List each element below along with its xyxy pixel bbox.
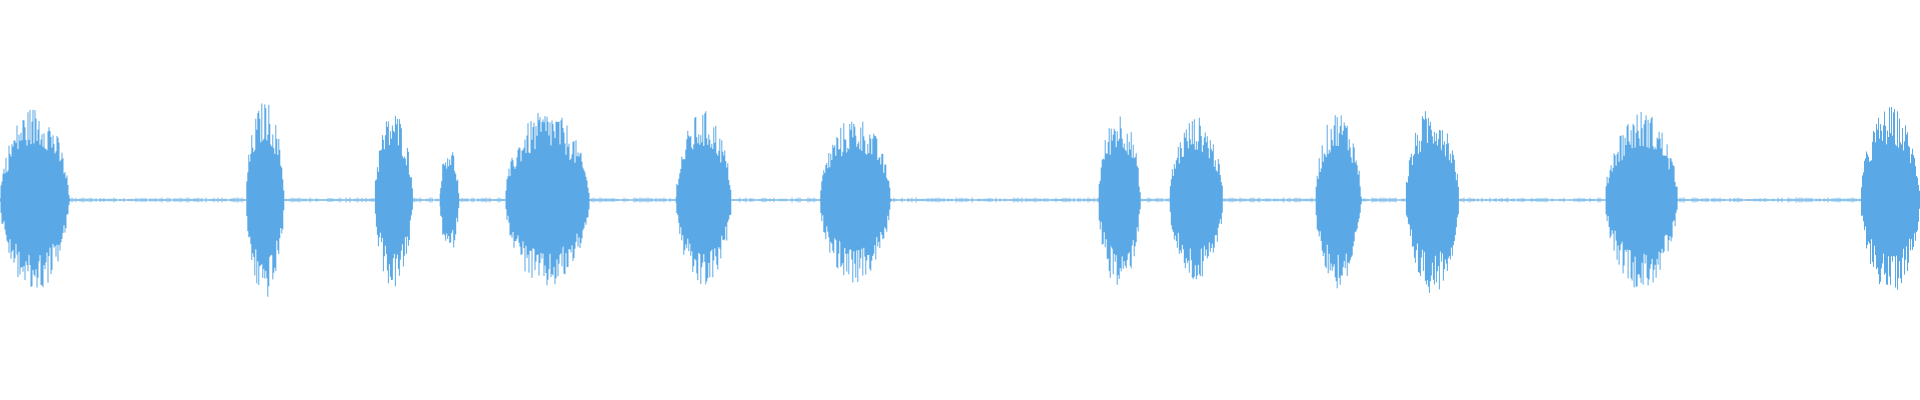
waveform-burst-core — [1170, 149, 1222, 251]
waveform-burst-core — [1406, 143, 1458, 257]
waveform-burst-core — [375, 146, 412, 254]
waveform-burst-core — [1862, 143, 1918, 257]
waveform-bursts — [0, 103, 1920, 297]
waveform-burst-core — [246, 140, 283, 260]
waveform-burst-core — [2, 143, 67, 257]
waveform-burst-core — [822, 149, 889, 251]
waveform-burst-core — [1316, 146, 1360, 254]
waveform-burst-core — [677, 146, 730, 254]
waveform-burst-core — [1607, 146, 1676, 254]
waveform-burst-core — [1099, 146, 1139, 254]
waveform-burst-core — [439, 166, 459, 234]
waveform-burst-core — [507, 146, 586, 254]
